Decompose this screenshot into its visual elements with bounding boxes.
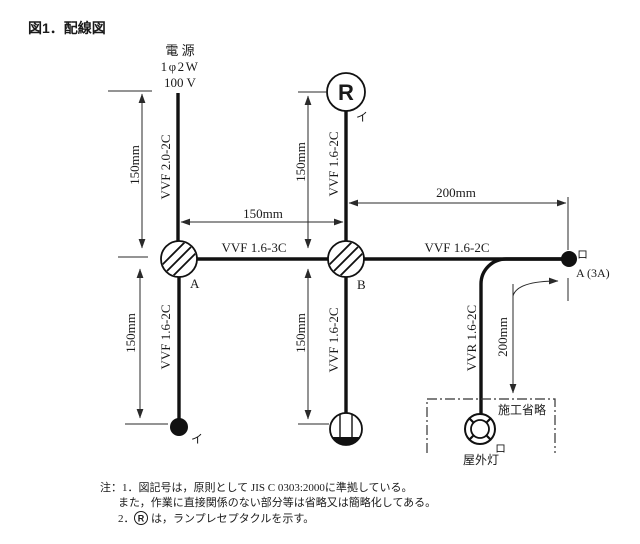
curved-arrow-to-point xyxy=(512,277,559,297)
page-title: 図1．配線図 xyxy=(28,20,106,36)
cable-vvr-outdoor xyxy=(479,257,562,414)
svg-text:R: R xyxy=(338,80,354,105)
junction-b-label: B xyxy=(357,277,366,292)
note-line-3-text: は，ランプレセプタクルを示す。 xyxy=(151,512,314,525)
feed-cable-label: VVF 2.0-2C xyxy=(158,134,173,199)
b-to-point-cable-label: VVF 1.6-2C xyxy=(424,240,489,255)
note-line-3-prefix: 2． xyxy=(118,513,135,525)
dim-label-b-to-outlet: 150mm xyxy=(293,313,308,353)
construction-omitted-box xyxy=(426,398,556,453)
dim-label-feed-to-a: 150mm xyxy=(127,145,142,185)
lamp-receptacle-note-icon: R xyxy=(134,511,148,525)
circuit-label-i-switch: イ xyxy=(191,432,203,446)
switch-leg-cable-label: VVF 1.6-2C xyxy=(158,304,173,369)
circuit-label-ro-outdoor: ロ xyxy=(495,443,506,455)
circuit-label-ro-point: ロ xyxy=(577,249,588,261)
outdoor-light-icon xyxy=(464,413,496,445)
dim-label-lamp-to-b: 150mm xyxy=(293,142,308,182)
point-rating-label: A (3A) xyxy=(576,266,610,280)
note-line-2: また，作業に直接関係のない部分等は省略又は簡略化してある。 xyxy=(118,495,436,509)
dim-label-a-to-b: 150mm xyxy=(243,206,283,221)
connection-point-icon xyxy=(561,251,577,267)
dim-label-a-to-switch: 150mm xyxy=(123,313,138,353)
dim-label-point-to-box: 200mm xyxy=(495,317,510,357)
construction-omitted-label: 施工省略 xyxy=(498,402,546,417)
power-source-label: 電 源 xyxy=(165,43,194,58)
svg-text:R: R xyxy=(138,514,145,524)
note-line-1: 注：1．図記号は，原則として JIS C 0303:2000に準拠している。 xyxy=(100,480,413,494)
outdoor-leg-cable-label: VVR 1.6-2C xyxy=(464,305,479,371)
circuit-label-i-lamp: イ xyxy=(356,110,368,124)
power-phase-label: 1φ2W xyxy=(161,59,200,74)
outlet-icon xyxy=(329,412,363,446)
dim-label-b-to-point: 200mm xyxy=(436,185,476,200)
junction-a-label: A xyxy=(190,276,200,291)
junction-ab-cable-label: VVF 1.6-3C xyxy=(221,240,286,255)
lamp-receptacle-icon: R xyxy=(326,72,366,112)
outdoor-light-label: 屋外灯 xyxy=(463,453,499,467)
outlet-leg-cable-label: VVF 1.6-2C xyxy=(326,307,341,372)
junction-box-b-icon xyxy=(327,240,365,278)
lamp-leg-cable-label: VVF 1.6-2C xyxy=(326,131,341,196)
switch-icon xyxy=(170,418,188,436)
power-voltage-label: 100 V xyxy=(164,75,197,90)
